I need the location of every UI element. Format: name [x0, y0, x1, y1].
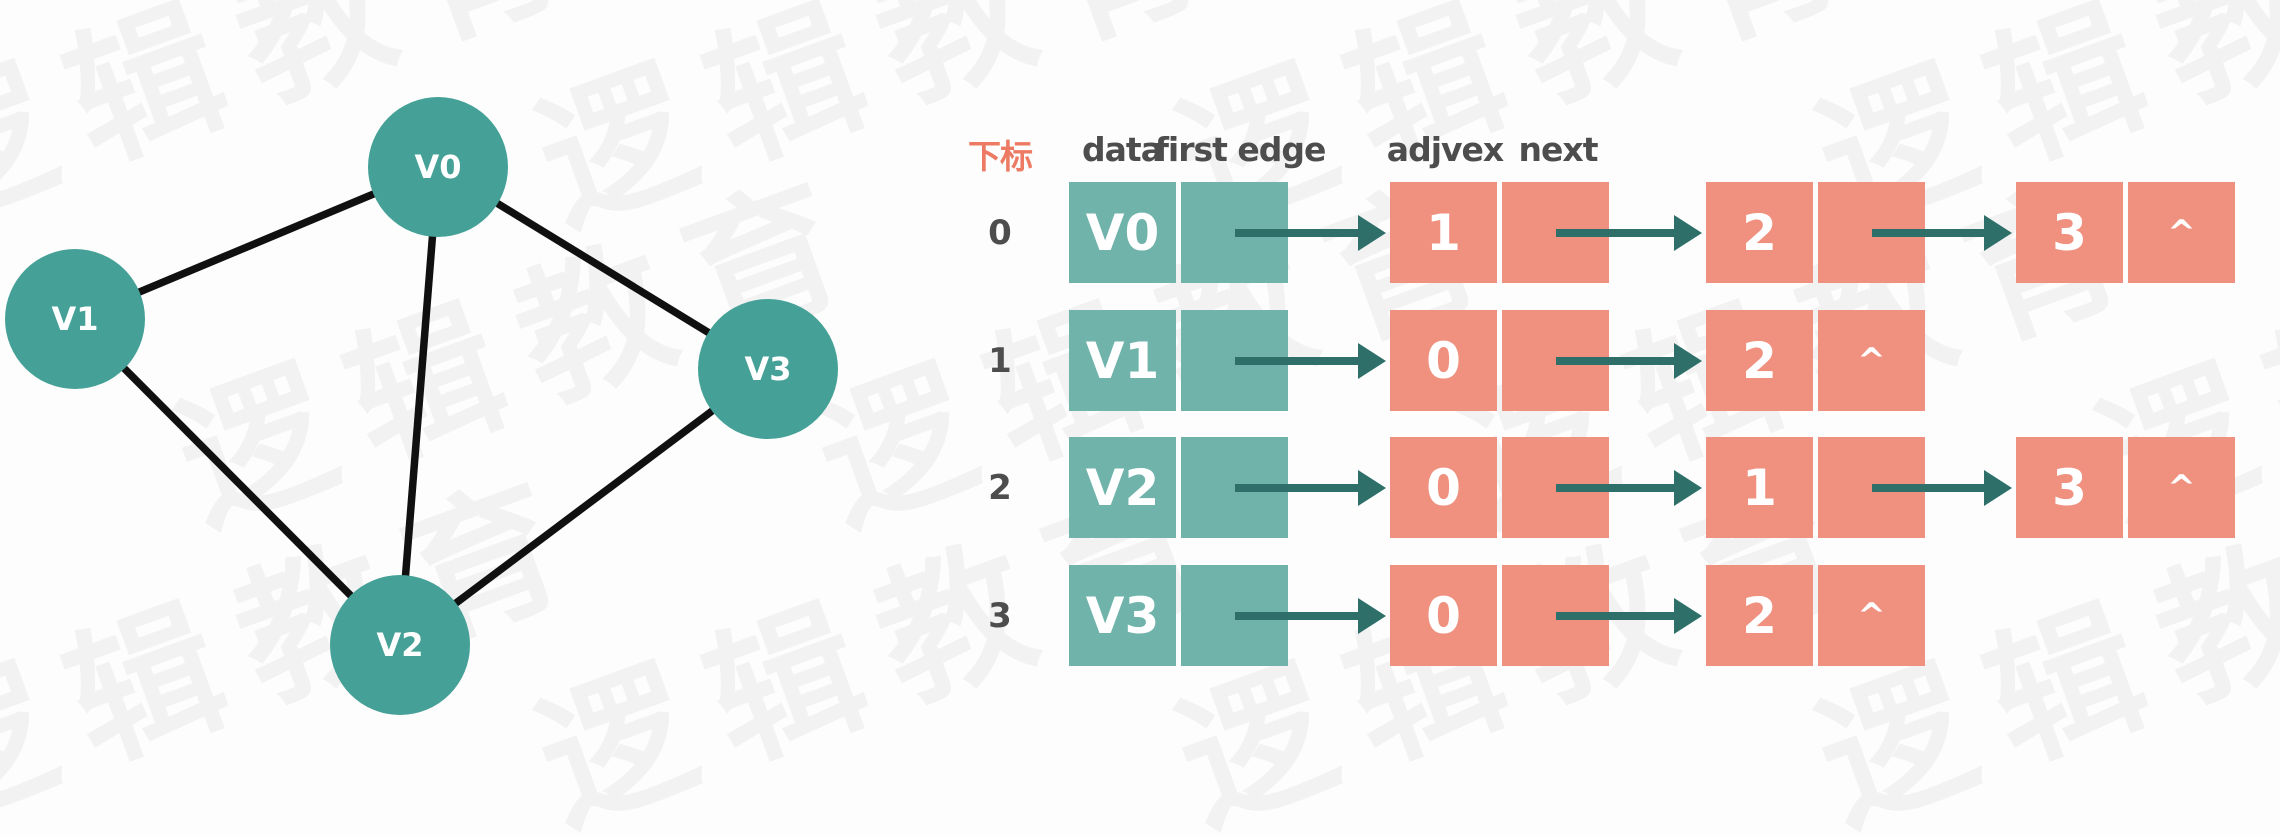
arrow-shaft	[1555, 356, 1678, 365]
column-header-first-edge: first edge	[1154, 130, 1327, 169]
edge-next-cell: ^	[1818, 310, 1925, 411]
graph-edge	[396, 166, 442, 646]
vertex-label: V3	[744, 350, 791, 388]
vertex-data-cell: V3	[1069, 565, 1176, 666]
edge-adjvex-cell: 3	[2016, 182, 2123, 283]
graph-vertex-v3: V3	[698, 299, 838, 439]
arrow-icon	[1871, 214, 2012, 251]
arrow-head	[1358, 214, 1386, 251]
edge-next-cell: ^	[1818, 565, 1925, 666]
arrow-shaft	[1234, 228, 1362, 237]
vertex-data-cell: V1	[1069, 310, 1176, 411]
arrow-shaft	[1555, 483, 1678, 492]
graph-vertex-v0: V0	[368, 97, 508, 237]
arrow-head	[1358, 469, 1386, 506]
graph-vertex-v1: V1	[5, 249, 145, 389]
edge-adjvex-cell: 0	[1390, 565, 1497, 666]
arrow-icon	[1555, 469, 1702, 506]
arrow-shaft	[1234, 356, 1362, 365]
edge-adjvex-cell: 3	[2016, 437, 2123, 538]
graph-edge	[72, 316, 403, 648]
arrow-icon	[1234, 597, 1386, 634]
vertex-label: V2	[376, 626, 423, 664]
arrow-head	[1674, 597, 1702, 634]
vertex-data-cell: V2	[1069, 437, 1176, 538]
arrow-icon	[1555, 597, 1702, 634]
edge-adjvex-cell: 1	[1706, 437, 1813, 538]
arrow-icon	[1234, 469, 1386, 506]
edge-adjvex-cell: 2	[1706, 182, 1813, 283]
arrow-icon	[1871, 469, 2012, 506]
column-header-adjvex: adjvex	[1386, 130, 1504, 169]
row-index-label: 2	[988, 467, 1012, 508]
null-marker: ^	[2167, 212, 2196, 253]
column-header-data: data	[1082, 130, 1163, 169]
vertex-label: V0	[414, 148, 461, 186]
arrow-shaft	[1234, 611, 1362, 620]
arrow-head	[1358, 597, 1386, 634]
edge-next-cell: ^	[2128, 182, 2235, 283]
arrow-icon	[1555, 214, 1702, 251]
arrow-head	[1358, 342, 1386, 379]
row-index-label: 0	[988, 212, 1012, 253]
edge-adjvex-cell: 2	[1706, 310, 1813, 411]
arrow-shaft	[1555, 228, 1678, 237]
arrow-shaft	[1234, 483, 1362, 492]
arrow-head	[1674, 469, 1702, 506]
edge-adjvex-cell: 0	[1390, 310, 1497, 411]
arrow-icon	[1555, 342, 1702, 379]
arrow-head	[1984, 469, 2012, 506]
column-header-next: next	[1518, 130, 1599, 169]
vertex-circle	[368, 97, 508, 237]
vertex-circle	[330, 575, 470, 715]
arrow-icon	[1234, 214, 1386, 251]
edge-next-cell: ^	[2128, 437, 2235, 538]
graph-edge	[397, 366, 771, 648]
null-marker: ^	[2167, 467, 2196, 508]
column-header-index: 下标	[968, 137, 1033, 176]
edge-adjvex-cell: 0	[1390, 437, 1497, 538]
arrow-shaft	[1871, 228, 1988, 237]
null-marker: ^	[1857, 340, 1886, 381]
row-index-label: 3	[988, 595, 1012, 636]
arrow-head	[1984, 214, 2012, 251]
vertex-data-cell: V0	[1069, 182, 1176, 283]
vertex-label: V1	[51, 300, 98, 338]
null-marker: ^	[1857, 595, 1886, 636]
edge-adjvex-cell: 1	[1390, 182, 1497, 283]
edge-adjvex-cell: 2	[1706, 565, 1813, 666]
arrow-icon	[1234, 342, 1386, 379]
row-index-label: 1	[988, 340, 1012, 381]
arrow-shaft	[1555, 611, 1678, 620]
vertex-circle	[698, 299, 838, 439]
arrow-shaft	[1871, 483, 1988, 492]
graph-vertex-v2: V2	[330, 575, 470, 715]
arrow-head	[1674, 342, 1702, 379]
vertex-circle	[5, 249, 145, 389]
arrow-head	[1674, 214, 1702, 251]
